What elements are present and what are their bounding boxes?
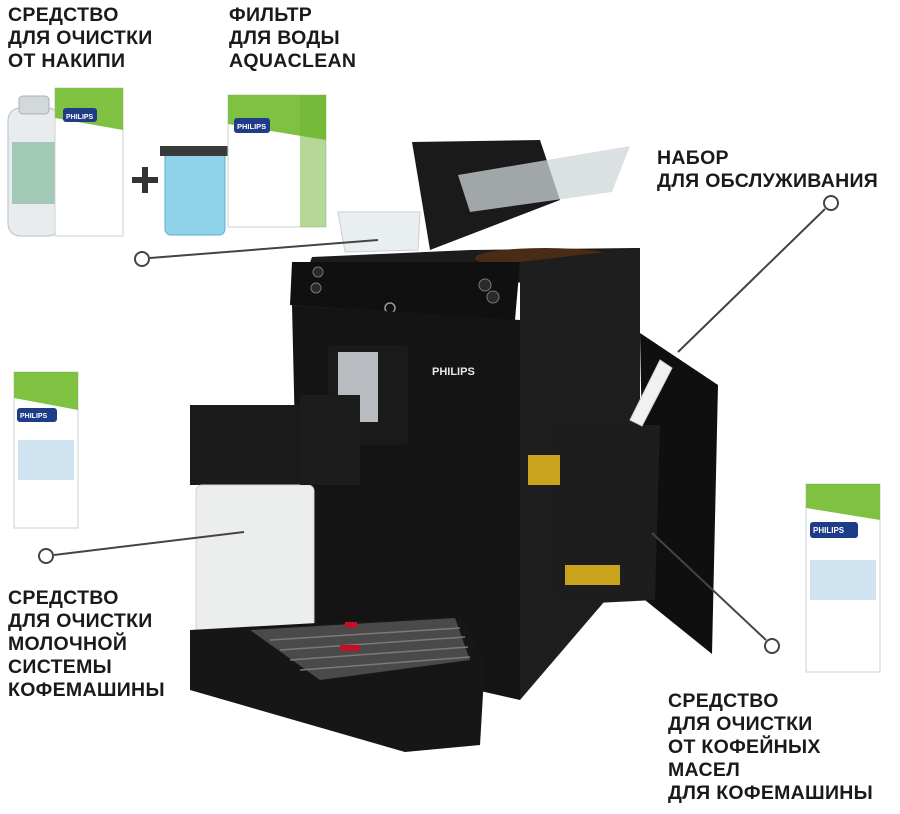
descaler-product: PHILIPS — [7, 87, 124, 237]
control-panel — [290, 262, 520, 320]
maintenance-kit-label: Набор для обслуживания — [657, 147, 879, 192]
callout-line-filter — [149, 239, 379, 259]
callout-dot-filter — [134, 251, 150, 267]
hopper-transparent-lid — [458, 146, 630, 212]
side-door — [640, 333, 718, 654]
aquaclean-filter-label: Фильтр для воды AquaClean — [229, 4, 357, 72]
svg-text:PHILIPS: PHILIPS — [20, 413, 48, 420]
milk-carafe-lid — [190, 405, 312, 485]
svg-text:PHILIPS: PHILIPS — [813, 526, 845, 535]
callout-line-kit — [677, 208, 826, 353]
brew-group — [548, 425, 660, 605]
coffee-oil-cleaner-product: PHILIPS — [805, 483, 881, 673]
milk-cleaner-label: Средство для очистки молочной системы ко… — [8, 587, 165, 701]
coffee-machine: PHILIPS — [190, 140, 718, 752]
callout-dot-kit — [823, 195, 839, 211]
machine-logo: PHILIPS — [432, 366, 475, 378]
callout-line-coffee — [651, 532, 767, 641]
plus-icon — [132, 167, 158, 193]
svg-text:PHILIPS: PHILIPS — [237, 122, 266, 131]
aquaclean-filter-product: PHILIPS — [160, 94, 327, 236]
callout-dot-milk — [38, 548, 54, 564]
callout-lines — [38, 195, 839, 654]
water-filter — [164, 149, 226, 236]
callout-line-milk — [53, 531, 245, 556]
svg-text:PHILIPS: PHILIPS — [66, 114, 94, 121]
callout-dot-coffee — [764, 638, 780, 654]
milk-cleaner-product: PHILIPS — [13, 371, 79, 529]
coffee-oil-cleaner-label: Средство для очистки от кофейных масел д… — [668, 690, 874, 804]
milk-carafe — [195, 484, 315, 646]
descaler-label: Средство для очистки от накипи — [8, 4, 153, 72]
